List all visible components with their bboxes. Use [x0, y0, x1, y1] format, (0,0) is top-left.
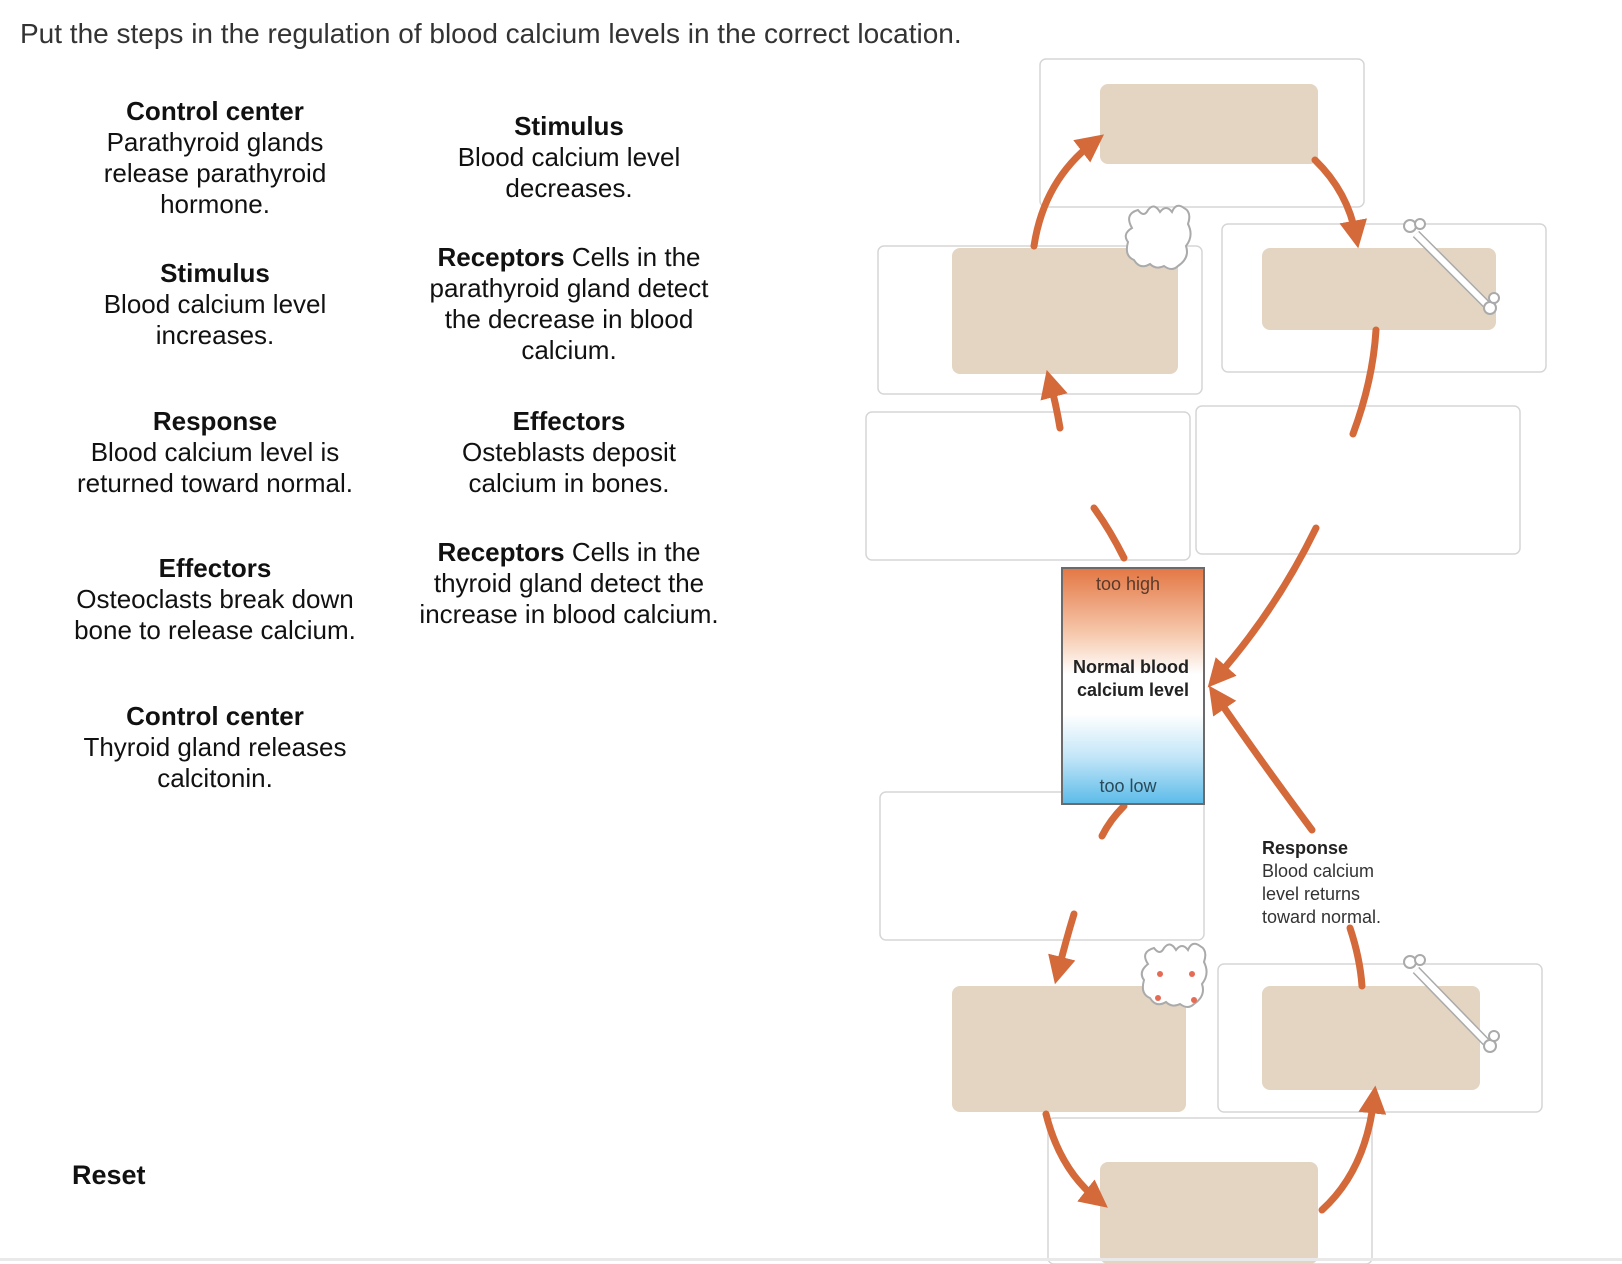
response-line: toward normal. [1262, 907, 1381, 927]
calcium-gauge: too high Normal blood calcium level too … [1061, 567, 1205, 805]
gauge-normal-line2: calcium level [1077, 680, 1189, 700]
response-line: Blood calcium [1262, 861, 1374, 881]
card-control-center-thyroid[interactable]: Control center Thyroid gland releases ca… [60, 701, 370, 794]
arrow [1048, 910, 1078, 985]
card-title: Control center [126, 96, 304, 126]
card-text: Thyroid gland releases calcitonin. [83, 732, 347, 793]
arrow [1042, 1110, 1108, 1208]
card-text: Blood calcium level is returned toward n… [76, 437, 354, 498]
card-title: Receptors [437, 242, 565, 272]
card-title: Stimulus [160, 258, 270, 288]
card-body: Receptors Cells in the parathyroid gland… [419, 242, 719, 366]
arrow [1311, 156, 1368, 249]
card-text: Cells in the thyroid gland detect the in… [419, 537, 719, 629]
arrow [1349, 326, 1380, 438]
card-text: Cells in the parathyroid gland detect th… [429, 242, 709, 365]
gauge-too-high: too high [1096, 574, 1160, 594]
card-text: Parathyroid glands release parathyroid h… [103, 127, 327, 219]
arrow [1207, 524, 1320, 688]
arrow [1098, 802, 1128, 840]
card-title: Control center [126, 701, 304, 731]
slot [1100, 84, 1318, 164]
drop-zone[interactable] [879, 791, 1205, 941]
card-receptors-thyroid[interactable]: Receptors Cells in the thyroid gland det… [414, 537, 724, 630]
card-stimulus-decreases[interactable]: Stimulus Blood calcium level decreases. [414, 111, 724, 204]
card-effectors-osteoclasts[interactable]: Effectors Osteoclasts break down bone to… [60, 553, 370, 646]
slot [952, 248, 1178, 374]
bone-icon [1403, 954, 1500, 1053]
card-title: Stimulus [514, 111, 624, 141]
parathyroid-gland-icon [1124, 204, 1192, 270]
reset-button[interactable]: Reset [72, 1160, 146, 1190]
bottom-divider [0, 1258, 1622, 1261]
response-line: level returns [1262, 884, 1360, 904]
gauge-bar [1061, 567, 1205, 805]
arrow [1208, 685, 1316, 834]
arrow [1030, 134, 1105, 250]
response-title: Response [1262, 838, 1348, 858]
arrow [1346, 924, 1366, 990]
card-title: Receptors [437, 537, 565, 567]
card-body: Receptors Cells in the thyroid gland det… [419, 537, 719, 630]
card-title: Effectors [512, 406, 626, 436]
card-receptors-parathyroid[interactable]: Receptors Cells in the parathyroid gland… [414, 242, 724, 366]
card-effectors-osteoblasts[interactable]: Effectors Osteblasts deposit calcium in … [414, 406, 724, 499]
gauge-normal-line1: Normal blood [1073, 657, 1189, 677]
slot [1100, 1162, 1318, 1264]
response-label: Response Blood calcium level returns tow… [1262, 838, 1381, 927]
thyroid-gland-icon [1140, 942, 1208, 1008]
card-title: Effectors [158, 553, 272, 583]
drop-zone[interactable] [1195, 405, 1521, 555]
arrow [1040, 369, 1068, 432]
slot [1262, 986, 1480, 1090]
card-text: Osteoclasts break down bone to release c… [74, 584, 356, 645]
arrow [1318, 1085, 1387, 1214]
card-text: Blood calcium level increases. [103, 289, 327, 350]
drop-zone[interactable] [865, 411, 1191, 561]
card-text: Osteblasts deposit calcium in bones. [462, 437, 676, 498]
slot [952, 986, 1186, 1112]
card-title: Response [152, 406, 278, 436]
card-response[interactable]: Response Blood calcium level is returned… [60, 406, 370, 499]
gauge-too-low: too low [1099, 776, 1157, 796]
arrow [1090, 504, 1128, 562]
question-prompt: Put the steps in the regulation of blood… [20, 18, 962, 49]
card-stimulus-increases[interactable]: Stimulus Blood calcium level increases. [60, 258, 370, 351]
slot [1262, 248, 1496, 330]
bone-icon [1403, 218, 1500, 315]
card-control-center-parathyroid[interactable]: Control center Parathyroid glands releas… [60, 96, 370, 220]
card-text: Blood calcium level decreases. [457, 142, 681, 203]
